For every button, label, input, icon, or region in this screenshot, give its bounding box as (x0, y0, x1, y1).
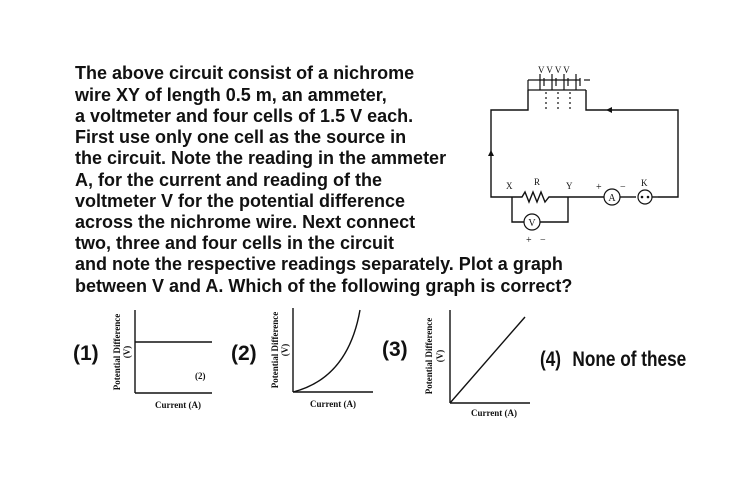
circuit-wires (490, 90, 679, 223)
option-2-number[interactable]: (2) (231, 342, 257, 365)
option-4[interactable]: (4) None of these (540, 348, 686, 372)
graph-line-diagonal (449, 316, 526, 404)
ammeter-minus: − (620, 182, 626, 193)
option-3-graph[interactable]: Potential Difference (V) Current (A) (412, 300, 552, 425)
ammeter-symbol (603, 188, 621, 206)
option-4-number: (4) (540, 348, 562, 371)
battery (527, 74, 590, 110)
option-1-graph[interactable]: Potential Difference (V) (2) Current (A) (100, 300, 240, 415)
voltmeter-minus: − (540, 235, 546, 246)
voltmeter-plus: + (526, 235, 532, 246)
graph-curve (292, 309, 361, 393)
arrow-icon (606, 107, 612, 113)
label-x: X (506, 181, 513, 191)
battery-label: V V V V (538, 65, 570, 75)
question-line: across the nichrome wire. Next connect (75, 212, 416, 232)
question-line: a voltmeter and four cells of 1.5 V each… (75, 106, 414, 126)
ammeter-label: A (608, 193, 616, 204)
x-axis-label: Current (A) (310, 399, 356, 409)
ammeter-plus: + (596, 182, 602, 193)
y-axis-unit: (V) (435, 350, 445, 363)
y-axis-unit: (V) (122, 346, 132, 359)
option-1-number[interactable]: (1) (73, 342, 99, 365)
question-line: voltmeter V for the potential difference (75, 191, 406, 211)
question-line: A, for the current and reading of the (75, 170, 383, 190)
question-line: two, three and four cells in the circuit (75, 233, 395, 253)
y-axis-label: Potential Difference (424, 318, 434, 395)
question-line: and note the respective readings separat… (75, 254, 563, 274)
y-axis-label: Potential Difference (270, 312, 280, 389)
question-line: The above circuit consist of a nichrome (75, 63, 415, 83)
question-line: First use only one cell as the source in (75, 127, 407, 147)
label-y: Y (566, 181, 573, 191)
question-line: the circuit. Note the reading in the amm… (75, 148, 447, 168)
inner-label: (2) (195, 371, 206, 381)
arrow-icon (488, 150, 494, 156)
label-k: K (641, 178, 648, 188)
label-r: R (534, 177, 540, 187)
voltmeter-label: V (528, 218, 536, 229)
option-4-text: None of these (572, 348, 687, 371)
question-line: wire XY of length 0.5 m, an ammeter, (75, 85, 387, 105)
y-axis-label: Potential Difference (112, 314, 122, 391)
x-axis-label: Current (A) (155, 400, 201, 410)
x-axis-label: Current (A) (471, 408, 517, 418)
option-2-graph[interactable]: Potential Difference (V) Current (A) (258, 300, 398, 415)
key-symbol (637, 189, 658, 205)
question-line: between V and A. Which of the following … (75, 276, 573, 296)
option-3-number[interactable]: (3) (382, 338, 408, 361)
y-axis-unit: (V) (280, 344, 290, 357)
voltmeter-symbol (523, 213, 541, 231)
